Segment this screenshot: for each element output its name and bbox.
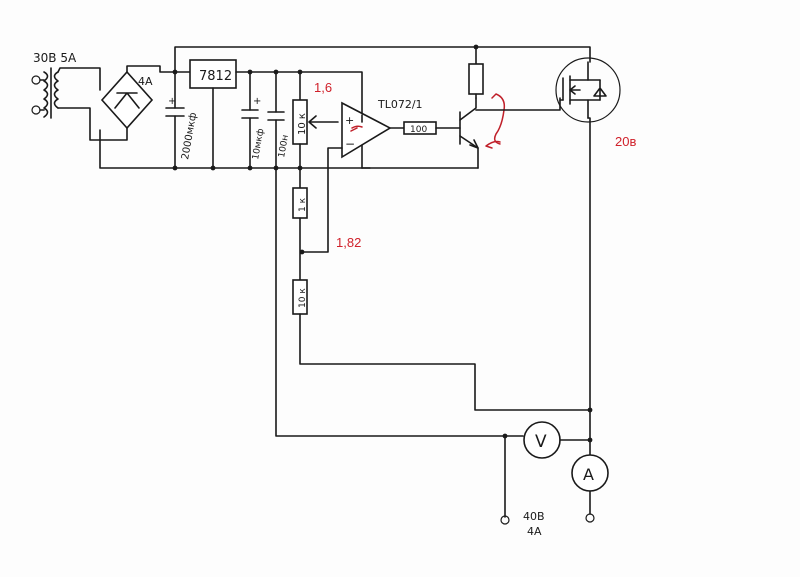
- capacitor-100n: 100н: [267, 71, 291, 169]
- bridge-current: 4А: [138, 75, 153, 88]
- resistor-1k: 1 к: [292, 167, 308, 281]
- regulator-label: 7812: [199, 69, 232, 84]
- main-capacitor-polarity: +: [168, 96, 176, 107]
- svg-text:+: +: [253, 96, 261, 107]
- opamp-plus-label: +: [345, 114, 354, 127]
- transformer-rating: 30В 5А: [33, 51, 77, 65]
- potentiometer-10k: 10 к: [292, 71, 339, 169]
- secondary-winding: [53, 71, 59, 109]
- resistor-bottom-10k: 10 к: [292, 279, 591, 411]
- ammeter-label: A: [583, 465, 594, 484]
- annotation-arrow: [491, 93, 506, 145]
- main-capacitor-label: 2000мкф: [180, 112, 199, 161]
- base-resistor-label: 100: [410, 125, 427, 135]
- capacitor-10uf: + 10мкф: [241, 71, 266, 169]
- base-resistor-100: 100: [403, 121, 437, 135]
- bridge-rectifier: 4А: [100, 70, 154, 130]
- capacitor-10uf-label: 10мкф: [251, 128, 266, 161]
- opamp-tl072: + − TL072/1: [341, 98, 423, 159]
- annotation-voltage-out: 20в: [615, 134, 636, 149]
- junction-dots: [172, 44, 593, 443]
- wiper-arrow-icon: [308, 115, 339, 129]
- primary-winding: [43, 71, 49, 118]
- output-terminal-negative: [500, 515, 510, 525]
- annotation-input-mark: [350, 125, 363, 132]
- body-diode-icon: [593, 79, 607, 101]
- voltmeter-label: V: [535, 432, 547, 452]
- opamp-label: TL072/1: [377, 98, 423, 111]
- capacitor-100n-label: 100н: [277, 134, 291, 159]
- mosfet: [555, 57, 621, 123]
- transformer: 30В 5А: [31, 51, 77, 119]
- output-rail: [587, 117, 591, 456]
- ammeter: A: [571, 454, 609, 492]
- output-rating-line1: 40В: [523, 510, 545, 523]
- annotation-voltage-mid: 1,82: [336, 235, 361, 250]
- opamp-minus-label: −: [345, 137, 355, 151]
- annotation-voltage-top: 1,6: [314, 80, 332, 95]
- output-terminal-positive: [585, 513, 595, 523]
- bjt-transistor: [459, 97, 479, 169]
- resistor-1k-label: 1 к: [298, 197, 308, 212]
- mosfet-arrow-icon: [569, 85, 581, 95]
- resistor-bottom-label: 10 к: [298, 288, 308, 308]
- voltmeter: V: [523, 421, 561, 459]
- potentiometer-label: 10 к: [297, 113, 308, 135]
- output-rating-line2: 4А: [527, 525, 542, 538]
- diode-icon: [114, 92, 140, 109]
- supply-rail: [174, 46, 591, 73]
- regulator-7812: 7812: [189, 59, 237, 169]
- input-terminal-top: [31, 75, 41, 85]
- emitter-arrow-icon: [469, 139, 479, 149]
- input-terminal-bottom: [31, 105, 41, 115]
- collector-resistor: [468, 46, 484, 99]
